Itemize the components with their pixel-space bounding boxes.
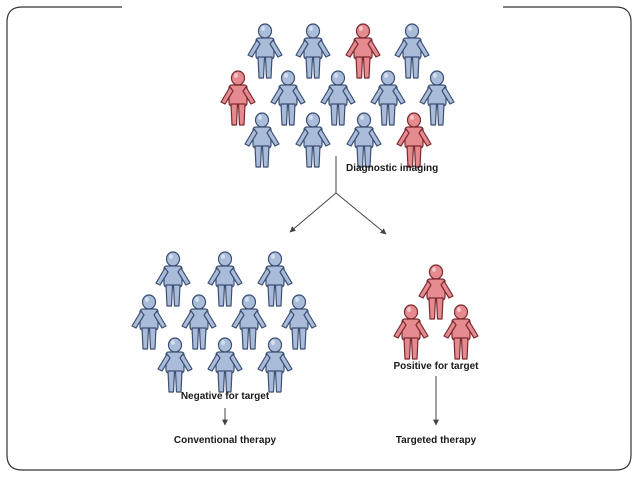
positive-for-target-label: Positive for target <box>393 361 479 372</box>
person-icon <box>346 112 382 168</box>
diagnostic-imaging-label: Diagnostic imaging <box>346 163 439 174</box>
person-icon <box>257 337 293 393</box>
negative-for-target-label: Negative for target <box>180 391 270 402</box>
branch-arrow-positive <box>335 192 387 235</box>
person-icon <box>220 70 256 126</box>
person-icon <box>131 294 167 350</box>
person-icon <box>207 337 243 393</box>
people-layer <box>131 23 479 393</box>
person-icon <box>370 70 406 126</box>
person-icon <box>295 23 331 79</box>
person-icon <box>181 294 217 350</box>
person-icon <box>157 337 193 393</box>
person-icon <box>345 23 381 79</box>
person-icon <box>244 112 280 168</box>
person-icon <box>155 251 191 307</box>
person-icon <box>257 251 293 307</box>
person-icon <box>443 304 479 360</box>
person-icon <box>394 23 430 79</box>
person-icon <box>295 112 331 168</box>
person-icon <box>419 70 455 126</box>
person-icon <box>207 251 243 307</box>
person-icon <box>270 70 306 126</box>
person-icon <box>281 294 317 350</box>
person-icon <box>396 112 432 168</box>
person-icon <box>393 304 429 360</box>
slide-frame <box>6 6 632 471</box>
person-icon <box>418 264 454 320</box>
conventional-therapy-label: Conventional therapy <box>173 435 277 446</box>
targeted-therapy-label: Targeted therapy <box>395 435 477 446</box>
person-icon <box>231 294 267 350</box>
person-icon <box>247 23 283 79</box>
branch-arrow-negative <box>289 192 337 233</box>
person-icon <box>320 70 356 126</box>
